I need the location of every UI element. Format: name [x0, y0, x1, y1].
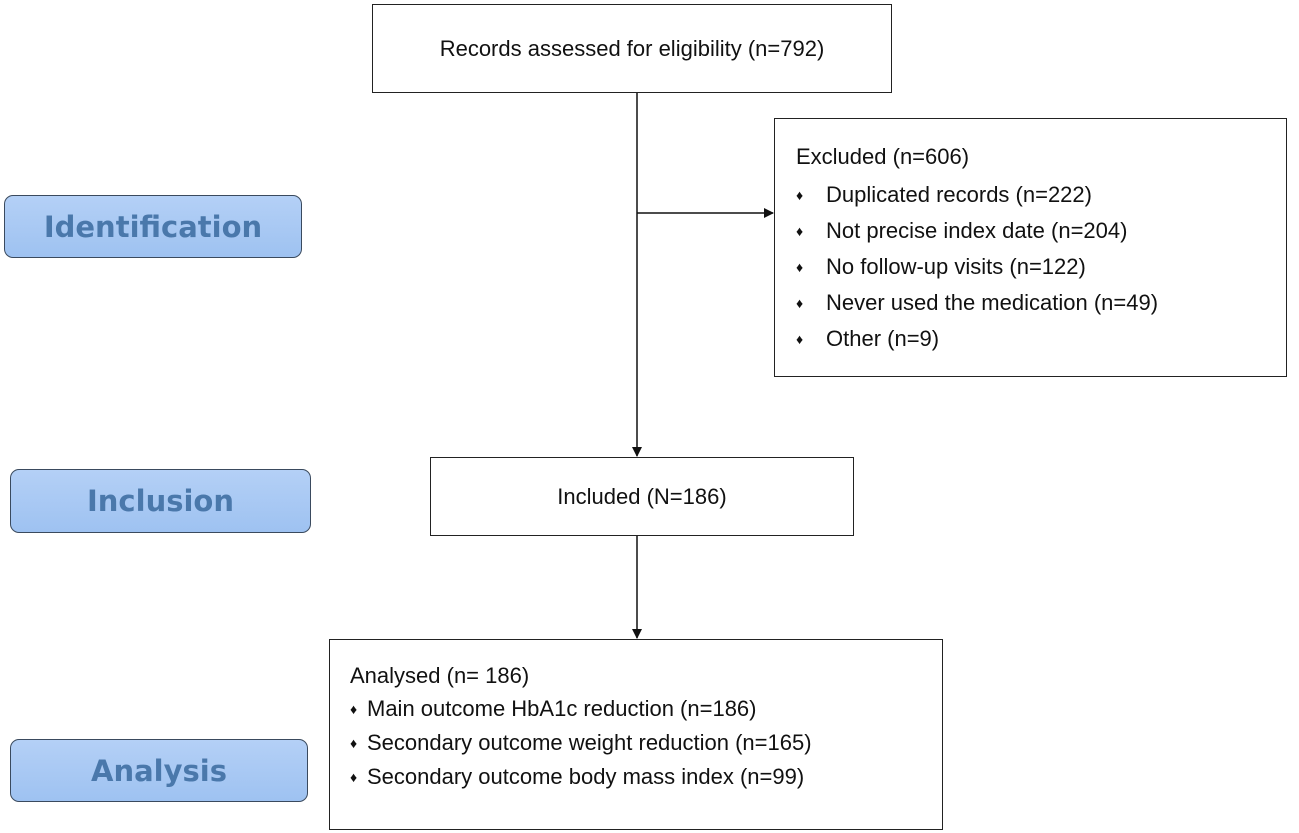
records-assessed-box: Records assessed for eligibility (n=792) — [372, 4, 892, 93]
diamond-bullet-icon: ♦ — [796, 223, 804, 239]
stage-inclusion-label: Inclusion — [87, 484, 234, 518]
diamond-bullet-icon: ♦ — [796, 331, 804, 347]
list-item: ♦Not precise index date (n=204) — [796, 213, 1286, 249]
stage-analysis: Analysis — [10, 739, 308, 802]
records-assessed-label: Records assessed for eligibility (n=792) — [439, 35, 825, 61]
diamond-bullet-icon: ♦ — [796, 259, 804, 275]
list-item: ♦Never used the medication (n=49) — [796, 285, 1286, 321]
analysed-title: Analysed (n= 186) — [350, 663, 530, 688]
list-item: ♦Other (n=9) — [796, 321, 1286, 357]
stage-inclusion: Inclusion — [10, 469, 311, 533]
stage-identification-label: Identification — [43, 209, 263, 244]
list-item: ♦Secondary outcome body mass index (n=99… — [350, 760, 942, 794]
analysed-outcomes-list: ♦Main outcome HbA1c reduction (n=186) ♦S… — [350, 692, 942, 794]
excluded-title: Excluded (n=606) — [796, 144, 970, 169]
diamond-bullet-icon: ♦ — [796, 187, 804, 203]
diamond-bullet-icon: ♦ — [350, 735, 358, 751]
diamond-bullet-icon: ♦ — [350, 769, 358, 785]
included-label: Included (N=186) — [557, 483, 727, 509]
list-item: ♦Main outcome HbA1c reduction (n=186) — [350, 692, 942, 726]
list-item: ♦Duplicated records (n=222) — [796, 177, 1286, 213]
included-box: Included (N=186) — [430, 457, 854, 536]
excluded-reasons-list: ♦Duplicated records (n=222) ♦Not precise… — [796, 177, 1286, 357]
analysed-box: Analysed (n= 186) ♦Main outcome HbA1c re… — [329, 639, 943, 830]
diamond-bullet-icon: ♦ — [350, 701, 358, 717]
stage-analysis-label: Analysis — [91, 753, 227, 788]
excluded-box: Excluded (n=606) ♦Duplicated records (n=… — [774, 118, 1287, 377]
diamond-bullet-icon: ♦ — [796, 295, 804, 311]
list-item: ♦No follow-up visits (n=122) — [796, 249, 1286, 285]
stage-identification: Identification — [4, 195, 302, 258]
list-item: ♦Secondary outcome weight reduction (n=1… — [350, 726, 942, 760]
